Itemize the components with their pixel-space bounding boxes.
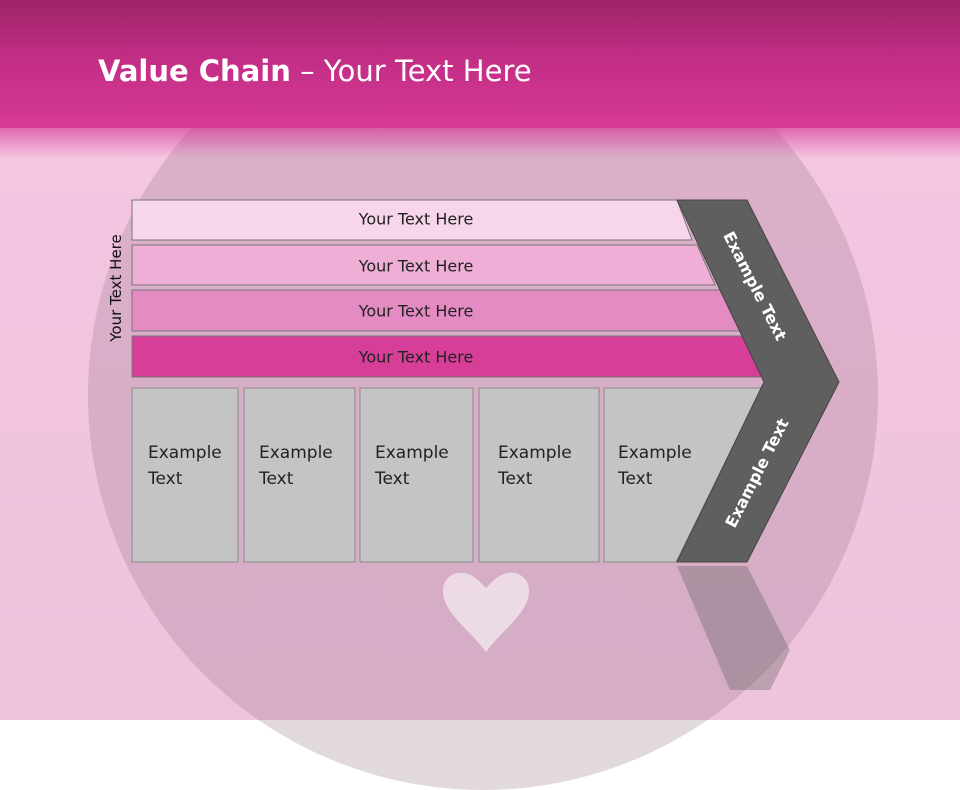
box-line1: Example <box>375 565 449 569</box>
box-line2: Text <box>618 469 653 489</box>
side-label: Your Text Here <box>107 234 125 342</box>
band-shape-2 <box>131 244 716 286</box>
box-text-4: Example Text <box>498 440 572 492</box>
heart-icon <box>442 572 530 652</box>
band-shape-1 <box>131 199 693 241</box>
box-text-3: Example Text <box>375 440 449 492</box>
box-line2: Text <box>259 469 294 489</box>
box-line2: Text <box>375 469 410 489</box>
box-line1: Example <box>375 443 449 463</box>
band-label-2: Your Text Here <box>358 256 474 276</box>
box-text-5: Example Text <box>618 440 692 492</box>
box-shape-2 <box>243 387 356 563</box>
box-shape-5 <box>603 387 763 563</box>
band-label-4: Your Text Here <box>358 347 474 367</box>
reflected-box-text-1: Example Text <box>148 565 222 569</box>
box-line1: Example <box>259 565 333 569</box>
reflected-box-text-2: Example Text <box>259 565 333 569</box>
box-shape-3 <box>359 387 474 563</box>
box-shape-1 <box>131 387 239 563</box>
box-line1: Example <box>618 565 692 569</box>
reflection-area: Example Text Example Text Example Text E… <box>0 565 960 720</box>
box-line1: Example <box>148 565 222 569</box>
value-chain-diagram <box>131 199 840 690</box>
chevron-shape <box>676 199 840 563</box>
band-label-3: Your Text Here <box>358 301 474 321</box>
box-shape-4 <box>478 387 600 563</box>
box-text-2: Example Text <box>259 440 333 492</box>
box-line1: Example <box>259 443 333 463</box>
box-line2: Text <box>498 469 533 489</box>
header-fade <box>0 118 960 158</box>
title-rest: – Your Text Here <box>290 54 532 88</box>
reflected-box-text-5: Example Text <box>618 565 692 569</box>
title-bold: Value Chain <box>98 54 291 88</box>
page-title: Value Chain – Your Text Here <box>98 54 532 88</box>
chevron-reflection <box>677 566 790 690</box>
box-line1: Example <box>148 443 222 463</box>
box-text-1: Example Text <box>148 440 222 492</box>
reflected-box-text-3: Example Text <box>375 565 449 569</box>
box-line1: Example <box>618 443 692 463</box>
reflected-box-text-4: Example Text <box>498 565 572 569</box>
header-bar <box>0 0 960 128</box>
band-label-1: Your Text Here <box>358 209 474 229</box>
box-line1: Example <box>498 565 572 569</box>
box-line2: Text <box>148 469 183 489</box>
box-line1: Example <box>498 443 572 463</box>
